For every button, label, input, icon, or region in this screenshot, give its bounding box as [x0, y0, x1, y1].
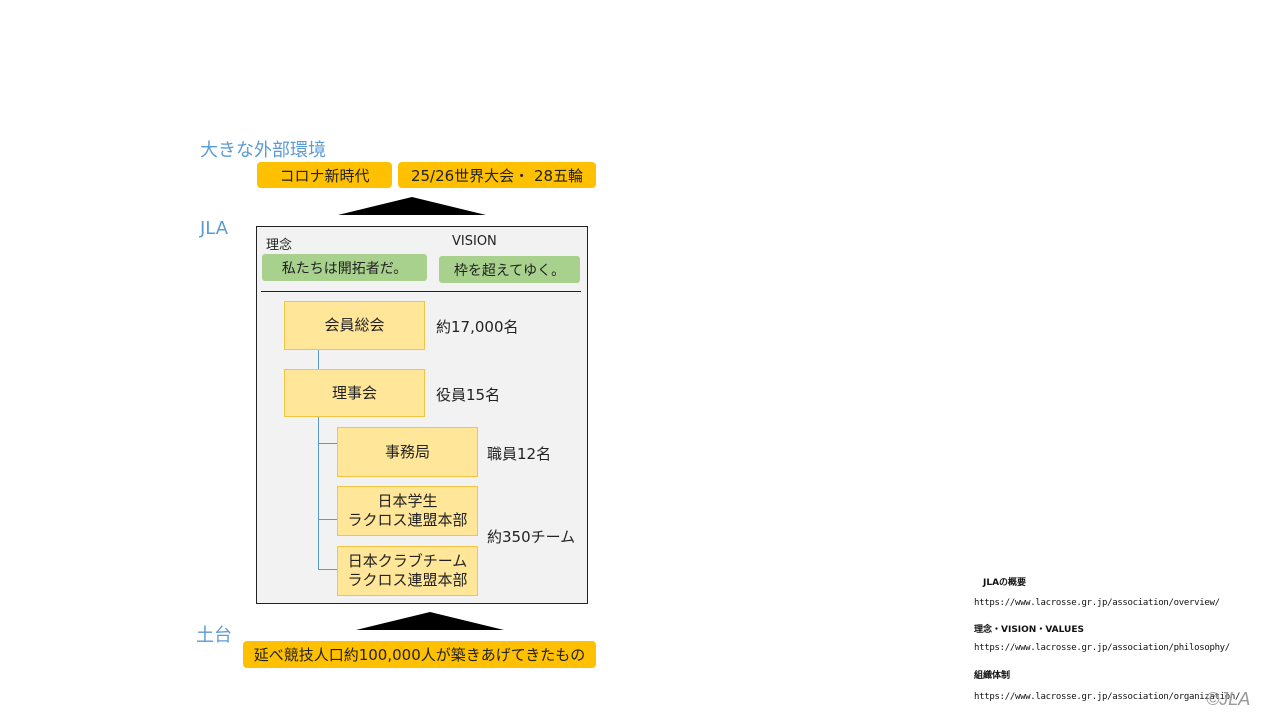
reference-title-organization: 組織体制: [974, 671, 1011, 681]
student-league-name-line2: ラクロス連盟本部: [347, 511, 468, 529]
general-meeting-count: 約17,000名: [436, 318, 519, 336]
secretariat-name: 事務局: [384, 442, 430, 461]
frame-divider: [261, 291, 581, 292]
club-league-name-line2: ラクロス連盟本部: [347, 571, 468, 589]
world-championship-olympics-box: 25/26世界大会・ 28五輪: [398, 162, 596, 188]
corona-era-box: コロナ新時代: [257, 162, 392, 188]
jla-label: JLA: [200, 218, 229, 239]
general-meeting-box: 会員総会: [284, 301, 425, 350]
club-league-box: 日本クラブチーム ラクロス連盟本部: [337, 546, 478, 596]
philosophy-box: 私たちは開拓者だ。: [262, 254, 427, 281]
philosophy-label: 理念: [266, 238, 293, 253]
reference-url-overview[interactable]: https://www.lacrosse.gr.jp/association/o…: [974, 598, 1220, 608]
general-meeting-name: 会員総会: [324, 316, 385, 334]
student-league-name-line1: 日本学生: [377, 492, 438, 510]
student-league-box: 日本学生 ラクロス連盟本部: [337, 486, 478, 536]
foundation-box: 延べ競技人口約100,000人が築きあげてきたもの: [243, 641, 596, 668]
lower-arrow-triangle: [356, 612, 504, 630]
connector-general-board: [318, 349, 319, 370]
club-league-name-line1: 日本クラブチーム: [347, 552, 468, 570]
connector-board-trunk: [318, 416, 319, 569]
connector-secretariat: [318, 443, 337, 444]
secretariat-count: 職員12名: [487, 445, 552, 463]
reference-url-organization[interactable]: https://www.lacrosse.gr.jp/association/o…: [974, 692, 1241, 702]
teams-count: 約350チーム: [487, 528, 576, 546]
board-name: 理事会: [331, 383, 377, 402]
vision-label: VISION: [452, 234, 497, 249]
reference-title-overview: JLAの概要: [983, 578, 1027, 588]
upper-arrow-triangle: [338, 197, 486, 215]
reference-title-philosophy: 理念・VISION・VALUES: [974, 625, 1084, 635]
vision-box: 枠を超えてゆく。: [439, 256, 580, 283]
board-box: 理事会: [284, 369, 425, 417]
reference-url-philosophy[interactable]: https://www.lacrosse.gr.jp/association/p…: [974, 643, 1230, 653]
secretariat-box: 事務局: [337, 427, 478, 477]
board-count: 役員15名: [436, 386, 501, 404]
connector-club-league: [318, 569, 337, 570]
external-environment-label: 大きな外部環境: [200, 140, 326, 161]
connector-student-league: [318, 519, 337, 520]
foundation-label: 土台: [196, 625, 232, 646]
jla-watermark: ©JLA: [1206, 689, 1251, 709]
